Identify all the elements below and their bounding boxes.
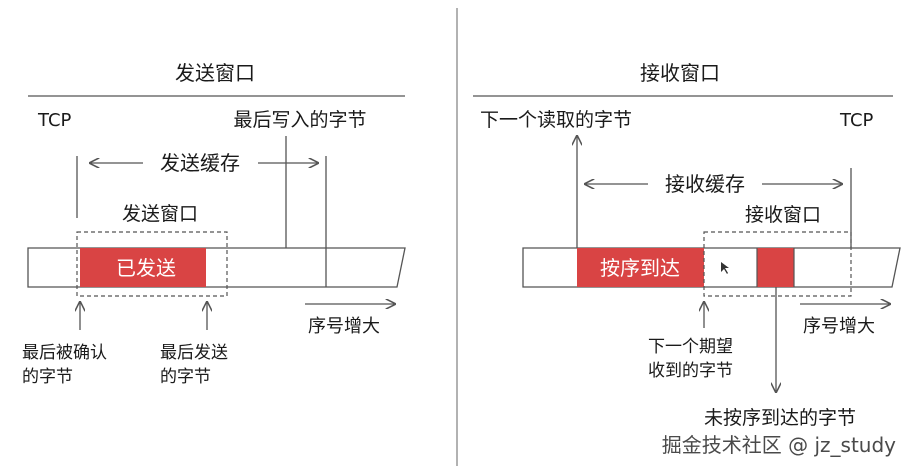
send-seq-label: 序号增大 (308, 316, 380, 337)
last-sent-label-line2: 的字节 (160, 367, 211, 387)
recv-panel: 接收窗口 下一个读取的字节 TCP 接收缓存 接收窗口 按序到达 下一个期望 收… (473, 61, 901, 429)
last-acked-label-line2: 的字节 (22, 367, 73, 387)
recv-seq-label: 序号增大 (803, 316, 875, 337)
recv-tcp-label: TCP (839, 110, 874, 131)
recv-buffer-label: 接收缓存 (665, 172, 745, 196)
out-of-order-block (757, 248, 794, 287)
cursor-icon (721, 262, 729, 274)
send-last-written-label: 最后写入的字节 (233, 109, 366, 131)
out-of-order-label: 未按序到达的字节 (704, 407, 856, 429)
last-acked-label-line1: 最后被确认 (22, 343, 107, 363)
send-window-label: 发送窗口 (122, 203, 198, 225)
recv-next-read-label: 下一个读取的字节 (480, 109, 632, 131)
send-buffer-label: 发送缓存 (160, 151, 240, 175)
next-expected-label-line2: 收到的字节 (648, 361, 733, 381)
send-window-box (76, 231, 228, 297)
in-order-label: 按序到达 (600, 256, 680, 280)
send-tcp-label: TCP (37, 110, 72, 131)
send-title: 发送窗口 (175, 61, 255, 85)
sent-label: 已发送 (116, 256, 176, 280)
in-order-block (577, 248, 704, 287)
send-panel: 发送窗口 TCP 最后写入的字节 发送缓存 发送窗口 已发送 最后被确认 的字节… (22, 61, 406, 387)
sent-block (80, 248, 206, 287)
last-sent-label-line1: 最后发送 (160, 343, 228, 363)
recv-window-label: 接收窗口 (745, 204, 821, 226)
watermark-text: 掘金技术社区 @ jz_study (662, 433, 896, 457)
next-expected-label-line1: 下一个期望 (648, 337, 733, 357)
recv-window-box (703, 231, 852, 297)
recv-title: 接收窗口 (640, 61, 720, 85)
